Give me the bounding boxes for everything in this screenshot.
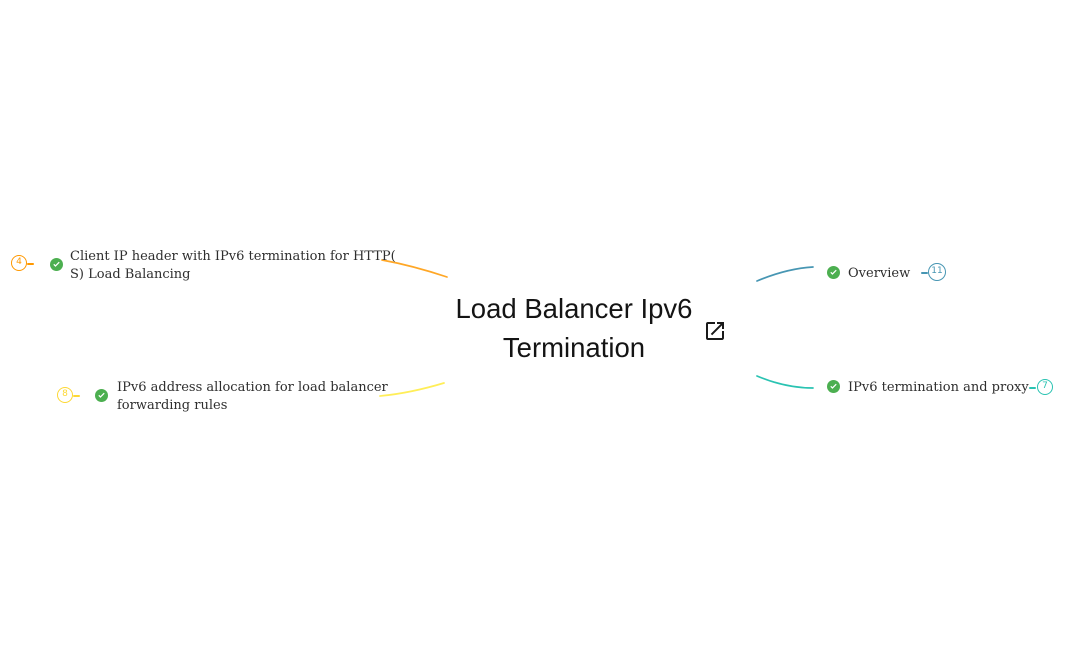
badge-connector: [73, 395, 80, 397]
badge-connector: [921, 272, 928, 274]
node-label-line: Overview: [848, 266, 911, 281]
node-label-line: S) Load Balancing: [70, 266, 191, 282]
check-circle-icon[interactable]: [827, 380, 840, 393]
root-title-line-2: Termination: [502, 332, 646, 363]
root-node-title[interactable]: Load Balancer Ipv6 Termination: [433, 289, 715, 367]
badge-connector: [1029, 387, 1036, 389]
check-circle-icon[interactable]: [827, 266, 840, 279]
root-title-line-1: Load Balancer Ipv6: [455, 293, 693, 324]
edge-ipv6-address-allocation: [379, 382, 445, 397]
node-count-badge[interactable]: 8: [57, 387, 73, 403]
badge-connector: [27, 263, 34, 265]
node-count-badge[interactable]: 11: [928, 263, 946, 281]
node-label-line: forwarding rules: [117, 397, 228, 413]
node-label[interactable]: IPv6 termination and proxy: [848, 379, 1029, 397]
node-label-line: IPv6 termination and proxy: [848, 380, 1029, 395]
node-label[interactable]: Client IP header with IPv6 termination f…: [70, 248, 396, 283]
node-count-badge[interactable]: 4: [11, 255, 27, 271]
open-link-button[interactable]: [703, 319, 727, 343]
node-label-line: Client IP header with IPv6 termination f…: [70, 249, 396, 264]
check-circle-icon[interactable]: [50, 258, 63, 271]
open-in-new-icon: [706, 322, 724, 340]
node-label-line: IPv6 address allocation for load balance…: [117, 380, 388, 395]
check-circle-icon[interactable]: [95, 389, 108, 402]
edge-overview: [756, 266, 814, 282]
node-label[interactable]: Overview: [848, 265, 910, 283]
node-count-badge[interactable]: 7: [1037, 379, 1053, 395]
node-label[interactable]: IPv6 address allocation for load balance…: [117, 379, 388, 414]
edge-ipv6-termination-proxy: [756, 375, 814, 389]
